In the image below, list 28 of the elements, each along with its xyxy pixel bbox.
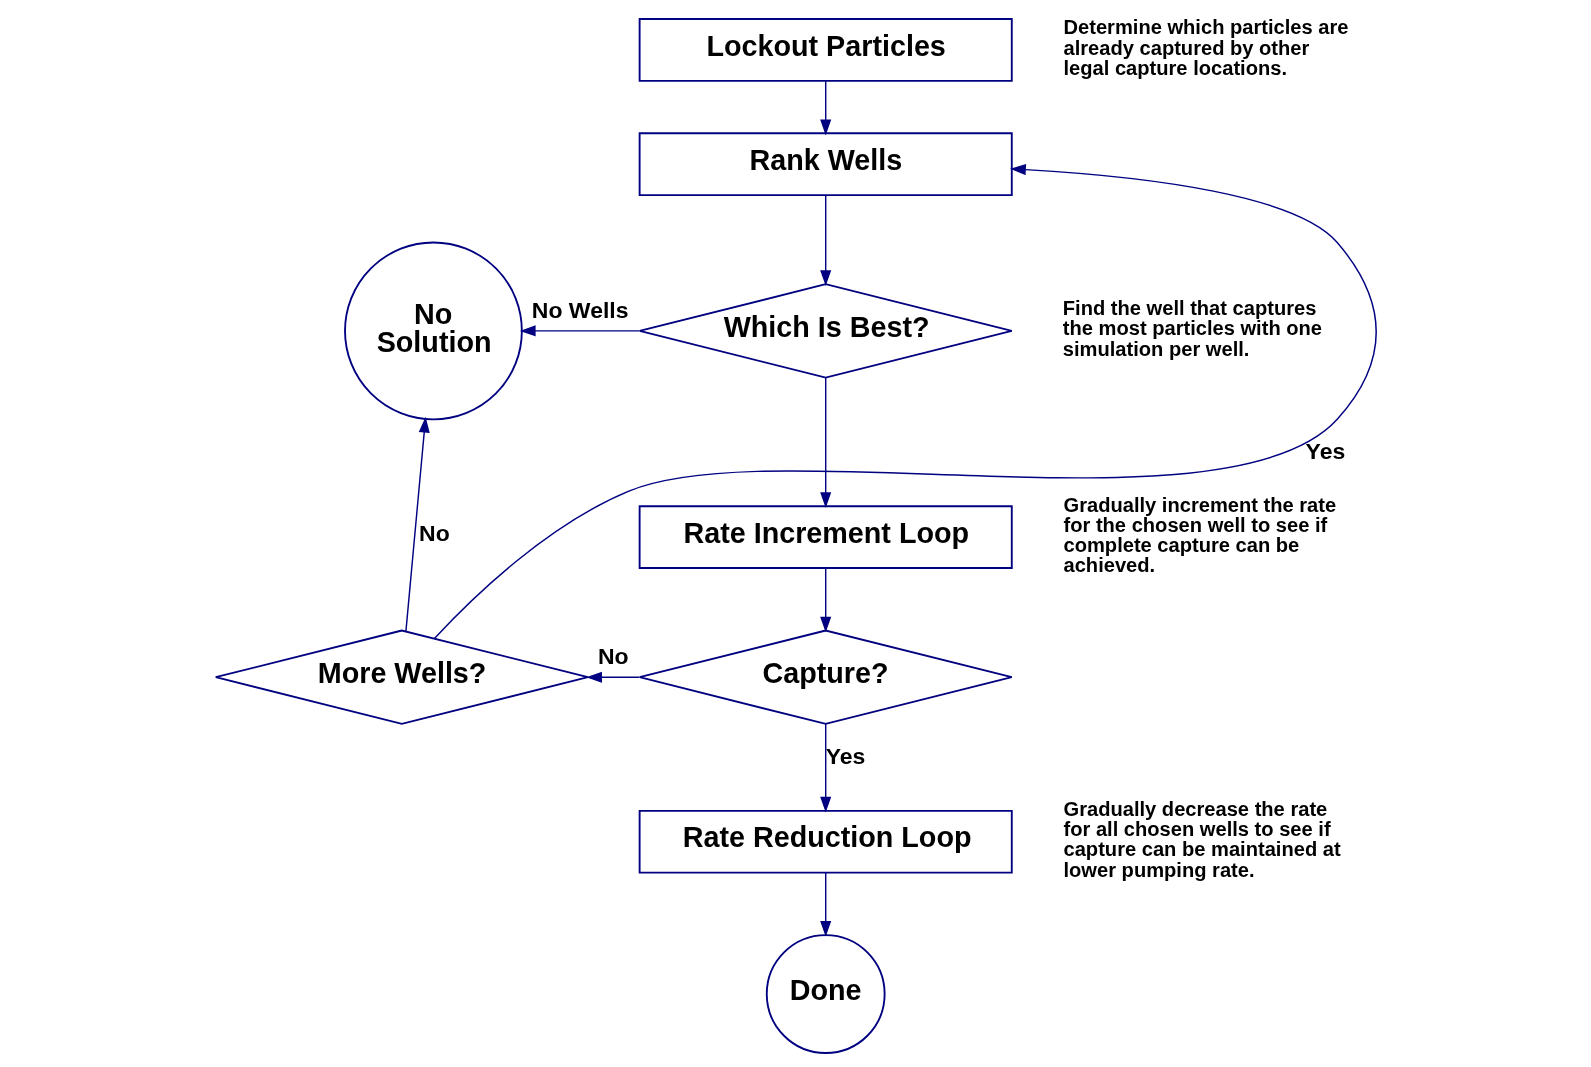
arrow — [519, 325, 640, 337]
arrow — [819, 567, 831, 633]
arrow — [819, 80, 831, 136]
edge-label: No — [597, 642, 629, 669]
node-diamond: Which Is Best? — [638, 283, 1013, 379]
node-diamond: Capture? — [638, 629, 1013, 725]
node-box: Rate Reduction Loop — [638, 809, 1013, 874]
arrow — [585, 671, 640, 683]
node-box: Lockout Particles — [638, 18, 1013, 82]
node-label: Gradually decrease the rate for all chosen wells to see if capture can be maintained at lower pumping rate. — [1063, 798, 1341, 881]
edge-label: Yes — [1305, 438, 1345, 465]
arrow — [404, 416, 430, 632]
arrow — [819, 723, 831, 813]
edge-label: Yes — [825, 742, 865, 769]
node-label: Determine which particles are already captured by other legal capture locations. — [1063, 16, 1348, 79]
node-label: Find the well that captures the most particles with one simulation per well. — [1062, 297, 1322, 360]
node-circle: No Solution — [343, 241, 523, 421]
node-box: Rate Increment Loop — [638, 505, 1013, 569]
arrow — [819, 194, 831, 287]
arrow — [819, 871, 831, 937]
node-label: Gradually increment the rate for the chosen well to see if complete capture can be achieved. — [1063, 493, 1336, 576]
node-diamond: More Wells? — [214, 629, 589, 725]
edge-label: No — [418, 520, 450, 547]
arrow — [433, 164, 1377, 640]
arrow — [819, 377, 831, 509]
node-circle: Done — [765, 934, 886, 1054]
node-box: Rank Wells — [638, 132, 1013, 196]
edge-label: No Wells — [531, 296, 628, 323]
